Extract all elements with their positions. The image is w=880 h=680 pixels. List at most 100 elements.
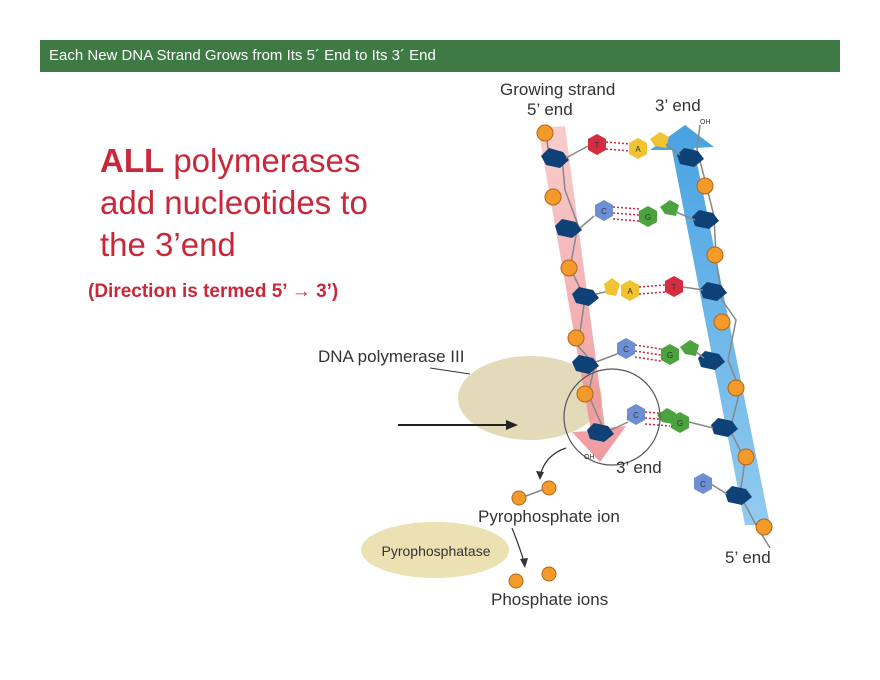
unpaired-base-c-letter: C [700, 480, 706, 489]
sugar-base-link [595, 353, 618, 363]
sugar-pentagon [725, 486, 752, 505]
hydrogen-bond [612, 218, 640, 222]
hydrogen-bond [605, 141, 631, 145]
base-g-hexagon [639, 206, 657, 227]
base-a-ring [604, 278, 620, 296]
base-g-hexagon [671, 412, 689, 433]
base-t-letter: T [595, 141, 600, 150]
hydrogen-bond [612, 206, 640, 210]
slide-title: Each New DNA Strand Grows from Its 5´ En… [49, 47, 436, 64]
polymerase-label: DNA polymerase III [318, 347, 464, 366]
sugar-pentagon [698, 351, 725, 370]
hydrogen-bond [634, 350, 662, 356]
base-g-ring [660, 200, 679, 216]
base-c-hexagon [595, 200, 613, 221]
sugar-pentagon [692, 210, 719, 229]
base-g-letter: G [667, 351, 673, 360]
headline-line-3: the 3’end [100, 226, 236, 263]
hydrogen-bond [638, 284, 666, 288]
header-bar: Each New DNA Strand Grows from Its 5´ En… [40, 40, 840, 72]
pyrophosphatase-shape [361, 522, 509, 578]
headline: ALL polymerases add nucleotides to the 3… [100, 140, 440, 266]
base-g-letter: G [677, 419, 683, 428]
template-strand-arrow [650, 125, 770, 525]
phosphate-circle [544, 188, 562, 206]
phosphate-circle [713, 313, 731, 331]
base-c-hexagon [627, 404, 645, 425]
sugar-pentagon [541, 148, 569, 168]
release-arrowhead [536, 471, 544, 480]
base-a-letter: A [635, 145, 641, 154]
sugar-base-link [665, 143, 681, 156]
active-site-circle [563, 368, 661, 466]
direction-note: (Direction is termed 5’ → 3’) [88, 281, 339, 302]
base-t-hexagon [665, 276, 683, 297]
phosphate-circle [706, 246, 724, 264]
base-c-letter: C [623, 345, 629, 354]
dna-polymerase-iii-shape [458, 356, 602, 440]
hydrogen-bond [612, 212, 640, 216]
pyrophosphate-circle [511, 490, 527, 506]
phosphate-circle [727, 379, 745, 397]
base-a-hexagon [629, 138, 647, 159]
base-g-hexagon [661, 344, 679, 365]
phosphate-ion-circle [541, 566, 557, 582]
headline-bold-word: ALL [100, 142, 165, 179]
base-t-letter: T [672, 283, 677, 292]
sugar-base-link [695, 351, 705, 359]
sugar-pentagon [572, 355, 599, 374]
sugar-pentagon [677, 148, 704, 167]
sugar-base-link [675, 211, 696, 221]
pyrophosphatase-label: Pyrophosphatase [382, 543, 491, 559]
oh-top-label: OH [700, 119, 711, 126]
headline-line-2: add nucleotides to [100, 184, 368, 221]
unpaired-base-c-hexagon [694, 473, 712, 494]
phosphate-ion-circle [508, 573, 524, 589]
headline-line-1: ALL polymerases [100, 140, 440, 182]
base-c-letter: C [633, 411, 639, 420]
hydrogen-bond [644, 423, 671, 427]
sugar-base-link [610, 421, 629, 431]
sugar-pentagon [711, 418, 738, 437]
pyrophosphate-circle [541, 480, 557, 496]
headline-line-1-rest: polymerases [164, 142, 361, 179]
phosphate-circle [560, 259, 578, 277]
oh-bottom-label: OH [584, 454, 595, 461]
sugar-pentagon [700, 282, 727, 301]
sugar-base-link [688, 421, 714, 429]
growing-5prime-label: 5’ end [527, 100, 573, 119]
hydrogen-bond [634, 356, 662, 362]
sugar-base-link [682, 286, 704, 291]
polymerase-leader-line [429, 367, 471, 375]
growing-strand-label: Growing strand [500, 80, 615, 99]
phosphate-circle [567, 329, 585, 347]
phosphate-circle [696, 177, 714, 195]
pyrophosphate-label: Pyrophosphate ion [478, 507, 620, 526]
base-g-letter: G [645, 213, 651, 222]
pyrophosphate-bond [525, 489, 543, 497]
pointer-arrowhead [506, 420, 518, 430]
hydrogen-bond [638, 291, 666, 295]
phosphate-circle [755, 518, 773, 536]
phosphate-circle [536, 124, 554, 142]
base-a-hexagon [621, 280, 639, 301]
base-a-ring [650, 132, 669, 148]
phosphate-ions-label: Phosphate ions [491, 590, 608, 609]
sugar-pentagon [572, 287, 599, 306]
growing-3prime-label: 3’ end [616, 458, 662, 477]
base-c-hexagon [617, 338, 635, 359]
phosphate-circle [576, 385, 594, 403]
base-g-ring [680, 340, 699, 356]
base-t-hexagon [588, 134, 606, 155]
release-arrow [539, 447, 567, 477]
base-c-letter: C [601, 207, 607, 216]
phosphate-circle [737, 448, 755, 466]
template-3prime-label: 3’ end [655, 96, 701, 115]
hydrolysis-arrowhead [520, 558, 528, 568]
hydrolysis-arrow [511, 527, 525, 563]
template-5prime-label: 5’ end [725, 548, 771, 567]
sugar-base-link [579, 215, 595, 229]
sugar-pentagon [555, 219, 582, 238]
hydrogen-bond [605, 148, 631, 152]
